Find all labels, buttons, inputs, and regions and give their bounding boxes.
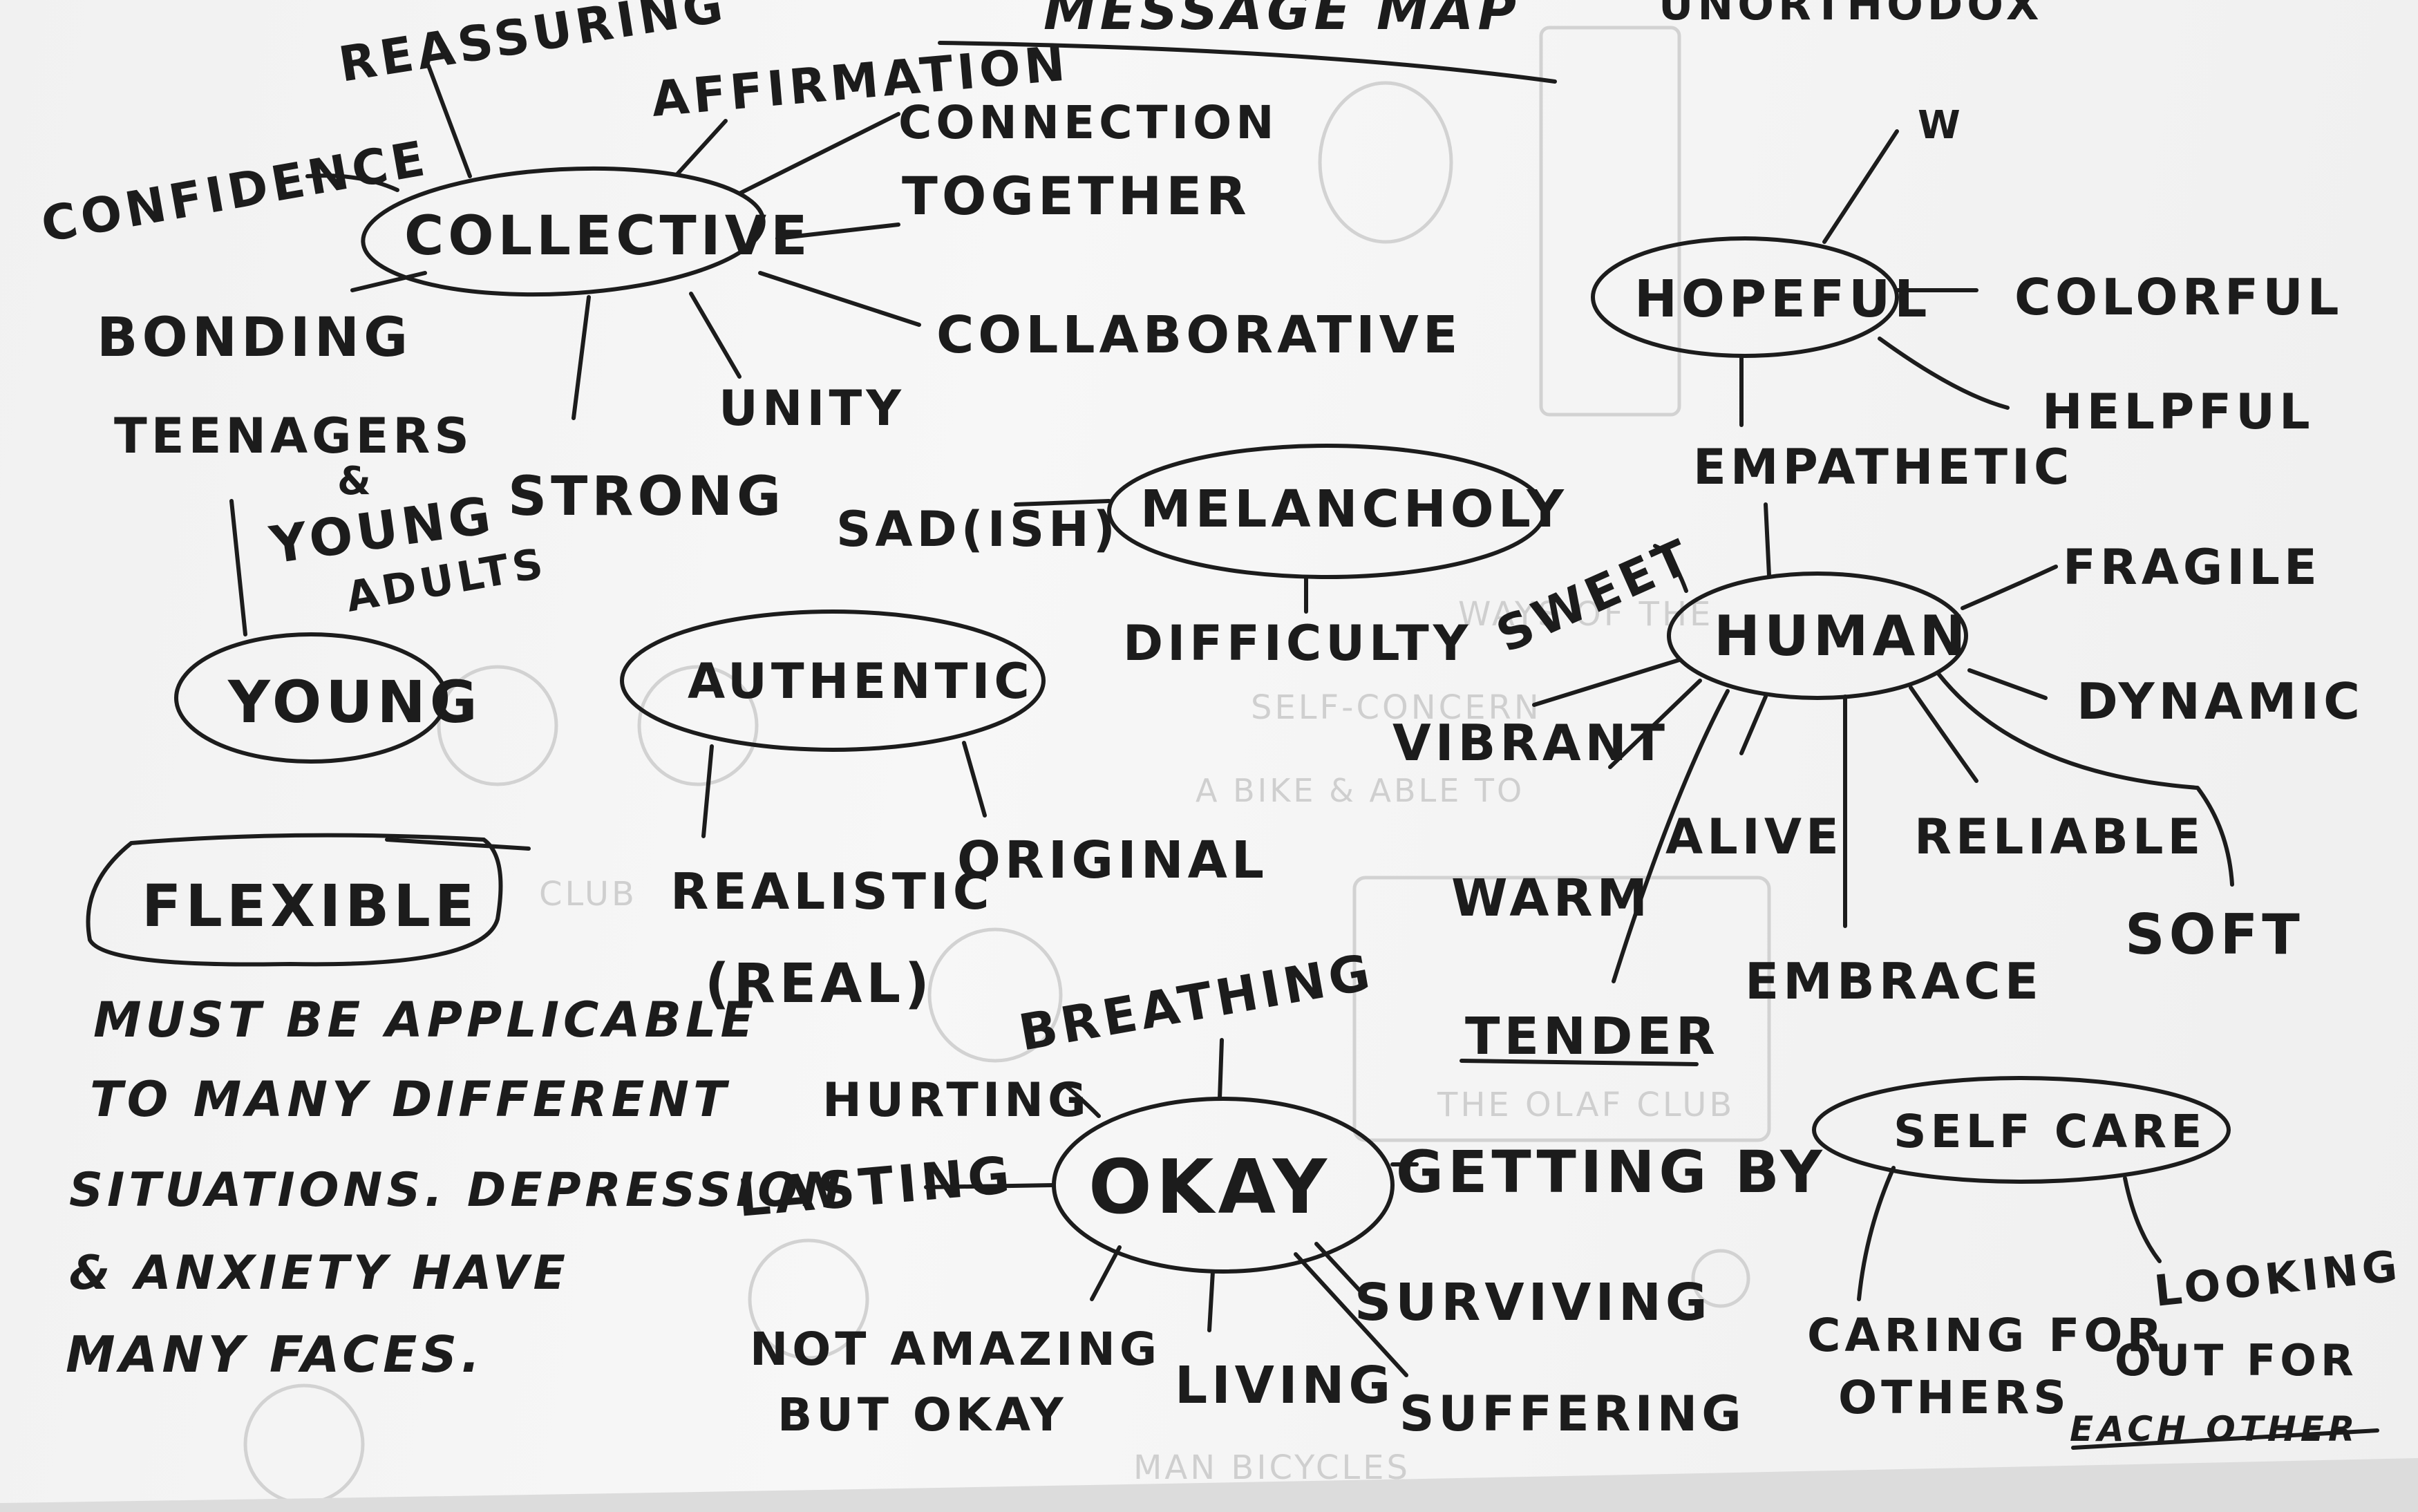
spoke-bonding: BONDING <box>97 307 412 369</box>
spoke-connection: CONNECTION <box>898 96 1278 149</box>
spoke-alive: ALIVE <box>1665 809 1843 865</box>
spoke-real: (REAL) <box>705 953 934 1015</box>
spoke-fragile: FRAGILE <box>2063 539 2321 596</box>
hub-young-label: YOUNG <box>227 668 482 736</box>
flexible-note-line4: & ANXIETY HAVE <box>69 1246 569 1301</box>
bleed-text-1: THE OLAF CLUB <box>1437 1086 1735 1124</box>
spoke-caring-line2: OTHERS <box>1838 1371 2070 1424</box>
hub-young-oval <box>174 632 448 764</box>
cluster-authentic: AUTHENTIC REALISTIC (REAL) ORIGINAL <box>620 609 1268 1015</box>
bleed-through-layer: THE OLAF CLUB WAYS OF THE SELF-CONCERN A… <box>243 26 1771 1505</box>
spoke-collaborative: COLLABORATIVE <box>936 305 1462 365</box>
cluster-human: HUMAN SWEET FRAGILE DYNAMIC VIBRANT ALIV… <box>1392 502 2364 1066</box>
hub-selfcare-oval <box>1812 1076 2231 1184</box>
hub-collective-label: COLLECTIVE <box>404 205 811 267</box>
spoke-colorful: COLORFUL <box>2014 268 2343 326</box>
spoke-surviving: SURVIVING <box>1354 1273 1712 1332</box>
bleed-text-4: A BIKE & ABLE TO <box>1196 772 1524 809</box>
cluster-hopeful: HOPEFUL W COLORFUL HELPFUL EMPATHETIC <box>1591 103 2343 495</box>
hub-selfcare-label: SELF CARE <box>1893 1105 2206 1158</box>
cluster-flexible: FLEXIBLE MUST BE APPLICABLE TO MANY DIFF… <box>66 833 845 1383</box>
spoke-tender: TENDER <box>1465 1007 1719 1066</box>
hub-human-oval <box>1667 571 1968 700</box>
spoke-difficulty: DIFFICULTY <box>1123 615 1473 672</box>
cluster-young: YOUNG TEENAGERS & YOUNG ADULTS <box>114 408 551 764</box>
spoke-together: TOGETHER <box>902 165 1251 227</box>
spoke-warm: WARM <box>1451 869 1652 928</box>
spoke-strong: STRONG <box>508 466 785 528</box>
spoke-w: W <box>1918 103 1965 148</box>
hub-authentic-label: AUTHENTIC <box>688 653 1034 710</box>
page-bottom-shadow <box>0 1458 2418 1512</box>
spoke-not-amazing-line2: BUT OKAY <box>777 1388 1068 1442</box>
spoke-embrace: EMBRACE <box>1745 952 2043 1010</box>
bleed-text-3: SELF-CONCERN <box>1251 688 1542 727</box>
spoke-realistic: REALISTIC <box>670 862 994 920</box>
spoke-empathetic: EMPATHETIC <box>1693 439 2073 495</box>
page-subtitle: UNORTHODOX <box>1659 0 2043 30</box>
cluster-melancholy: MELANCHOLY SAD(ISH) DIFFICULTY <box>836 444 1568 672</box>
hub-melancholy-oval <box>1107 444 1547 579</box>
spoke-dynamic: DYNAMIC <box>2077 672 2364 730</box>
spoke-suffering: SUFFERING <box>1399 1386 1746 1442</box>
spoke-looking-line2: OUT FOR <box>2115 1335 2358 1386</box>
header: MESSAGE MAP UNORTHODOX <box>938 0 2043 84</box>
hub-human-label: HUMAN <box>1714 604 1970 668</box>
hub-flexible-box <box>86 833 503 967</box>
spoke-unity: UNITY <box>719 380 905 437</box>
cluster-selfcare: SELF CARE CARING FOR OTHERS LOOKING OUT … <box>1807 1076 2403 1450</box>
spoke-breathing: BREATHING <box>1014 943 1378 1062</box>
spoke-hurting: HURTING <box>822 1073 1090 1128</box>
flexible-note-line5: MANY FACES. <box>66 1325 484 1383</box>
spoke-caring-line1: CARING FOR <box>1807 1309 2166 1362</box>
flexible-note-line3: SITUATIONS. DEPRESSION <box>69 1163 845 1218</box>
hub-hopeful-oval <box>1591 236 1899 358</box>
hub-hopeful-label: HOPEFUL <box>1634 270 1931 329</box>
spoke-vibrant: VIBRANT <box>1392 714 1669 772</box>
spoke-teenagers: TEENAGERS <box>114 408 473 464</box>
spoke-confidence: CONFIDENCE <box>37 130 433 254</box>
spoke-looking-line1: LOOKING <box>2152 1240 2403 1316</box>
spoke-looking-line3: EACH OTHER <box>2070 1409 2359 1449</box>
hub-collective-oval <box>361 166 766 297</box>
spoke-ampersand: & <box>337 459 375 504</box>
bleed-text-5: CLUB <box>539 875 637 914</box>
spoke-helpful: HELPFUL <box>2042 384 2314 440</box>
hub-flexible-label: FLEXIBLE <box>142 872 478 940</box>
hub-okay-label: OKAY <box>1088 1144 1331 1231</box>
spoke-lasting: LASTING <box>735 1145 1016 1229</box>
spoke-living: LIVING <box>1175 1356 1395 1415</box>
page-title: MESSAGE MAP <box>1043 0 1520 41</box>
hub-melancholy-label: MELANCHOLY <box>1140 480 1568 539</box>
spoke-reliable: RELIABLE <box>1914 809 2204 865</box>
spoke-original: ORIGINAL <box>957 831 1268 890</box>
flexible-note-line2: TO MANY DIFFERENT <box>90 1071 730 1128</box>
spoke-soft: SOFT <box>2125 903 2304 967</box>
spoke-sadish: SAD(ISH) <box>836 501 1120 558</box>
hub-authentic-oval <box>620 609 1046 752</box>
flexible-note-line1: MUST BE APPLICABLE <box>93 992 757 1048</box>
spoke-not-amazing-line1: NOT AMAZING <box>750 1323 1161 1376</box>
spoke-getting-by: GETTING BY <box>1396 1138 1826 1206</box>
